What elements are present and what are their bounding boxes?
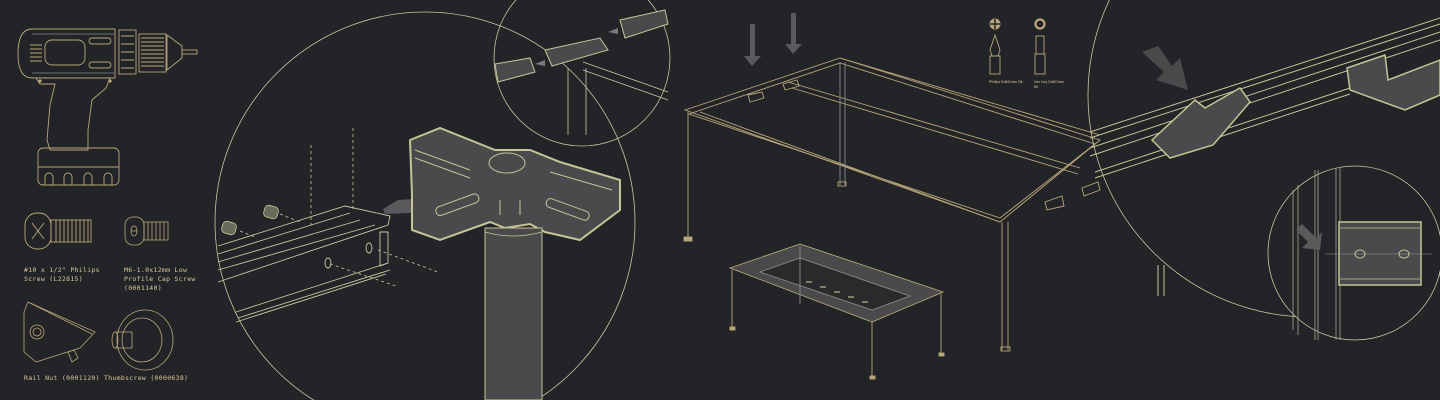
rail-bracket-callout <box>1087 0 1440 318</box>
hex-bit-icon <box>1034 18 1046 75</box>
place-arrow-icon <box>1142 46 1188 90</box>
rail-nut-label: Rail Nut (0001120) <box>24 374 100 382</box>
phillips-bit-icon <box>989 18 1001 75</box>
thumbscrew-label: Thumbscrew (0000638) <box>104 374 189 382</box>
connector-detail-callout <box>214 11 636 400</box>
bracket-detail-callout <box>1267 165 1440 341</box>
hex-bit-label: Hex Key Drill/Driver Bit <box>1034 80 1065 89</box>
table-frame-assembly <box>683 13 1101 352</box>
rail-nut-icon <box>23 301 96 363</box>
cap-screw-label: M6-1.0x12mm Low Profile Cap Screw (00011… <box>124 266 196 292</box>
bracket-arrow-icon <box>1296 224 1322 250</box>
lower-shelf-assembly <box>728 243 945 380</box>
corner-detail-callout <box>493 0 671 147</box>
phillips-bit-label: Phillips Drill/Driver Bit <box>989 80 1023 84</box>
philips-screw-icon <box>24 212 92 250</box>
philips-screw-label: #10 x 1/2" Philips Screw (L22815) <box>24 266 100 283</box>
thumbscrew-icon <box>111 309 174 371</box>
drill-icon <box>17 28 198 186</box>
down-arrow-icons <box>744 13 802 66</box>
cap-screw-icon <box>124 216 169 246</box>
